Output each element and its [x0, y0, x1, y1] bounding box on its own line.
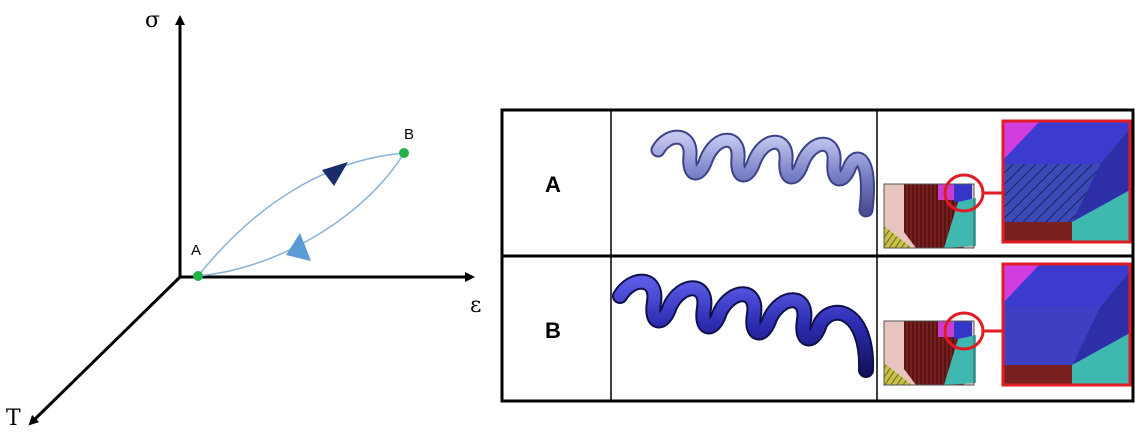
zoom-detail-icon [1001, 119, 1132, 244]
table-row: A [545, 119, 1132, 249]
point-b [399, 148, 409, 158]
zoom-detail-icon [1001, 262, 1132, 387]
temperature-axis [28, 275, 182, 426]
forward-arrow-icon [322, 162, 348, 186]
loading-path [197, 152, 405, 277]
return-arrow-icon [286, 233, 311, 261]
row-label-a: A [545, 172, 561, 197]
point-a [193, 271, 203, 281]
spring-icon [650, 129, 875, 218]
point-a-label: A [191, 242, 201, 259]
state-table: A [500, 108, 1135, 403]
temperature-axis-label: T [6, 406, 21, 431]
epsilon-axis-label: ε [470, 293, 481, 318]
point-b-label: B [404, 126, 414, 143]
phase-diagram: σ ε T A B [6, 8, 481, 431]
crystal-block-icon [883, 183, 976, 249]
crystal-block-icon [883, 320, 976, 386]
sigma-axis-label: σ [145, 8, 160, 33]
table-row: B [545, 262, 1132, 387]
spring-icon [612, 273, 875, 378]
unloading-path [197, 152, 405, 277]
row-label-b: B [545, 318, 561, 343]
